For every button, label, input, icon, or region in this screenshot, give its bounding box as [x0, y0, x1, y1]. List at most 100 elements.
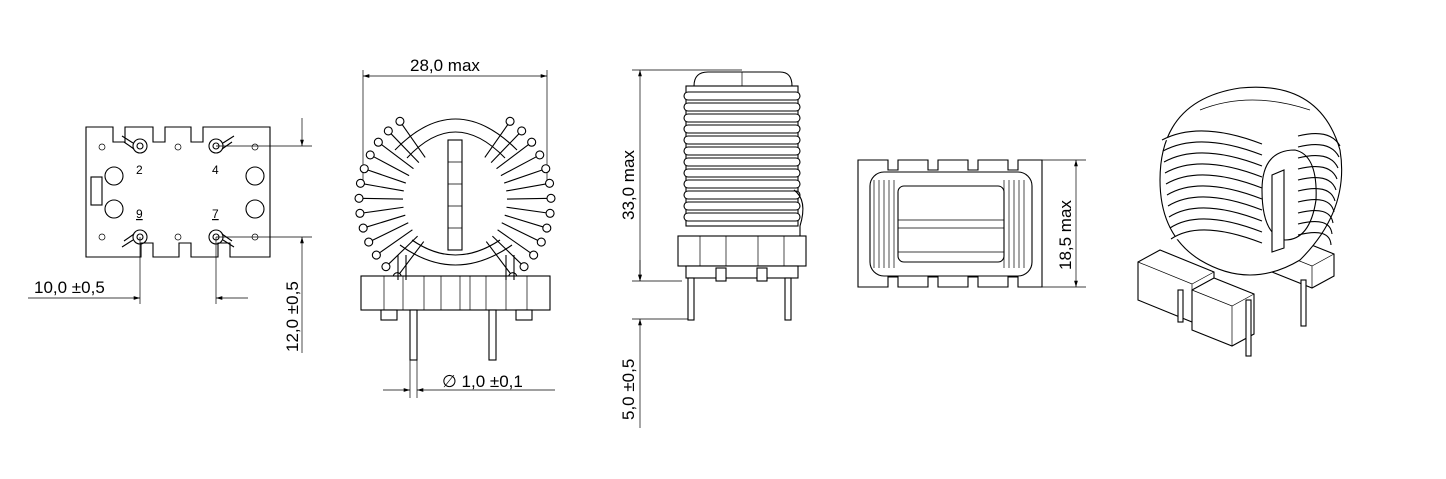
- hole-right-bottom: [245, 199, 265, 219]
- bottom-view: 2 4 9 7 10,0 ±0,5 12,0 ±0,5: [28, 118, 312, 353]
- iso-coil-turn-left: [1167, 196, 1263, 211]
- core-bottom-arc: [399, 244, 513, 266]
- left-winding-turn: [399, 121, 426, 158]
- top-core: [897, 185, 1005, 263]
- core-inner-arc: [406, 131, 506, 159]
- side-pin-left: [687, 277, 695, 321]
- hole-left-bottom: [104, 199, 124, 219]
- side-lead-wire: [793, 189, 804, 236]
- left-winding-turn: [360, 182, 404, 192]
- left-winding-turn-end: [358, 223, 368, 233]
- iso-coil-turn-left: [1170, 229, 1263, 244]
- pin-label-7: 7: [212, 207, 219, 221]
- right-winding-turn-end: [542, 223, 552, 233]
- side-coil-turn: [683, 113, 801, 123]
- iso-coil-turn-left: [1162, 141, 1263, 156]
- front-view: 28,0 max ∅ 1,0 ±0,1: [354, 56, 556, 398]
- side-coil-turn: [683, 201, 801, 211]
- top-coil-turns: [873, 180, 1025, 268]
- right-winding-turn: [506, 182, 550, 192]
- iso-pin: [1177, 289, 1184, 323]
- iso-coil-turn-right: [1297, 232, 1332, 246]
- pin-label-2: 2: [136, 163, 143, 177]
- left-winding-turn-end: [371, 250, 381, 260]
- right-winding-turn: [485, 241, 514, 278]
- separator: [447, 139, 463, 251]
- right-winding-turn: [490, 130, 523, 163]
- side-foot: [715, 267, 727, 282]
- left-winding-turn-end: [355, 208, 365, 218]
- iso-coil-turn-left: [1169, 218, 1263, 233]
- height-dimension: 33,0 max: [619, 150, 638, 220]
- front-foot-right: [515, 309, 533, 321]
- iso-coil-turn-right: [1297, 188, 1336, 202]
- right-winding-turn-end: [536, 237, 546, 247]
- side-base-lower: [685, 265, 799, 279]
- right-winding-turn-end: [535, 150, 545, 160]
- pin-label-4: 4: [212, 163, 219, 177]
- depth-dimension: 18,5 max: [1056, 200, 1075, 270]
- right-winding-turn-end: [517, 126, 527, 136]
- left-winding-turn-end: [395, 116, 405, 126]
- left-winding-turn: [359, 197, 404, 200]
- side-coil-turn: [683, 157, 801, 167]
- isometric-view: [1137, 86, 1343, 357]
- iso-coil-turn-left: [1165, 174, 1263, 189]
- side-coil-turn: [683, 124, 801, 134]
- right-winding-turn-end: [529, 250, 539, 260]
- pin-2: [121, 135, 148, 154]
- small-hole: [98, 233, 106, 241]
- right-winding-turn: [503, 168, 546, 184]
- pin-diameter-dimension: ∅ 1,0 ±0,1: [442, 372, 523, 391]
- right-winding-turn: [501, 222, 542, 243]
- hole-left-top: [104, 166, 124, 186]
- left-winding-turn-end: [383, 126, 393, 136]
- left-winding-turn: [387, 130, 420, 163]
- pin-spacing-dimension: 10,0 ±0,5: [34, 278, 105, 297]
- left-winding-turn-end: [355, 178, 366, 188]
- side-coil-turn: [683, 168, 801, 178]
- iso-coil-turn-right: [1297, 221, 1333, 235]
- right-winding-turn-end: [544, 178, 555, 188]
- iso-separator: [1271, 169, 1285, 253]
- front-base: [360, 275, 551, 311]
- iso-coil-turn-right: [1297, 166, 1338, 180]
- right-winding-turn: [497, 229, 534, 256]
- left-winding-turn-end: [381, 262, 391, 272]
- right-winding-turn: [500, 154, 541, 177]
- side-top-cap: [693, 71, 793, 87]
- pin-4: [208, 135, 235, 154]
- left-winding-turn: [369, 154, 410, 177]
- left-winding-turn-end: [359, 164, 369, 174]
- iso-coil-turn-right: [1297, 177, 1337, 191]
- left-winding-turn-end: [354, 193, 364, 203]
- pin-7: [208, 229, 235, 248]
- side-coil-turn: [683, 146, 801, 156]
- iso-coil-turn-right: [1297, 155, 1339, 169]
- left-winding-turn-end: [365, 150, 375, 160]
- left-winding-turn: [359, 206, 404, 214]
- side-pin-right: [784, 277, 792, 321]
- left-winding: [354, 116, 426, 282]
- right-winding-turn-end: [545, 208, 555, 218]
- iso-coil-turns: [1161, 130, 1341, 246]
- iso-coil-turn-right: [1297, 210, 1334, 224]
- side-coil-turn: [683, 91, 801, 101]
- iso-coil-turn-left: [1161, 130, 1263, 145]
- iso-coil-turn-left: [1164, 163, 1263, 178]
- iso-coil-turn-right: [1297, 144, 1340, 158]
- width-dimension: 28,0 max: [410, 56, 480, 75]
- side-coil-turn: [683, 212, 801, 222]
- right-winding-turn-end: [519, 262, 529, 272]
- small-hole: [251, 143, 259, 151]
- side-view: 33,0 max 5,0 ±0,5: [619, 69, 807, 428]
- right-winding: [484, 116, 556, 282]
- hole-right-top: [245, 166, 265, 186]
- right-winding-turn: [492, 235, 525, 268]
- left-winding-turn: [376, 229, 413, 256]
- iso-coil-turn-right: [1297, 199, 1335, 213]
- front-foot-left: [380, 309, 398, 321]
- side-coil-turn: [683, 179, 801, 189]
- right-winding-turn: [504, 214, 547, 229]
